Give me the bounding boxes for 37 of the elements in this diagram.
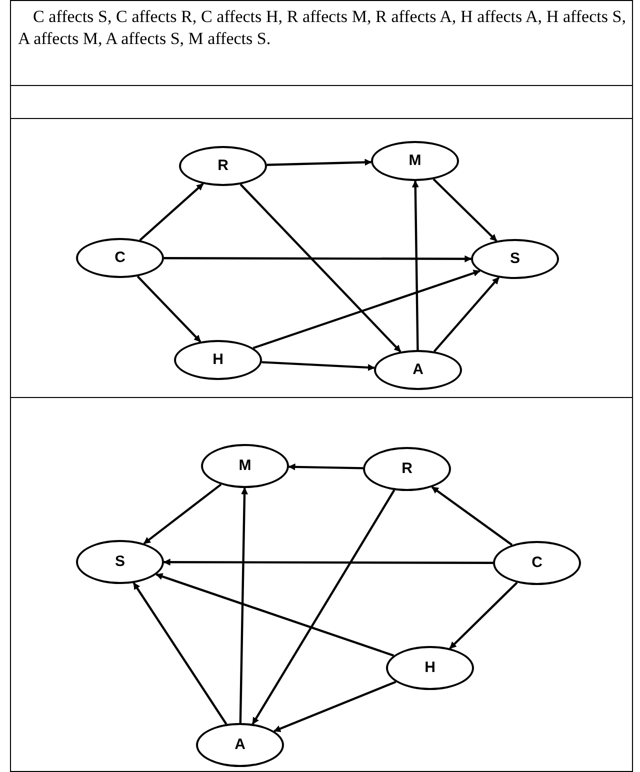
node-label: C (532, 552, 542, 573)
arrow (262, 361, 375, 371)
arrow (252, 489, 396, 725)
node-label: R (402, 458, 412, 479)
arrow (431, 486, 513, 546)
arrow (164, 255, 472, 262)
arrow (136, 276, 202, 342)
arrow (163, 558, 493, 566)
node-label: M (408, 150, 422, 171)
node-label: H (212, 350, 224, 370)
arrow (143, 484, 222, 544)
arrow (433, 276, 500, 352)
ellipse-node (174, 340, 262, 380)
arrow (252, 270, 480, 350)
ellipse-node (196, 723, 284, 767)
arrow (266, 158, 372, 166)
description-text: C affects S, C affects R, C affects H, R affects M, R affects A, H affects A, H affects S, A affects M, A affects S, M affects S. (18, 6, 626, 50)
ellipse-node (386, 646, 474, 690)
node-label: C (114, 248, 126, 268)
ellipse-node (76, 540, 164, 584)
node-label: H (424, 658, 436, 678)
arrow (432, 178, 498, 242)
arrow (139, 183, 204, 241)
arrow (412, 180, 419, 350)
node-label: S (510, 248, 520, 269)
node-label: A (412, 360, 424, 380)
arrow (240, 184, 402, 352)
arrow (274, 680, 396, 732)
node-label: M (238, 456, 252, 476)
arrow (132, 582, 228, 725)
arrow (156, 573, 394, 657)
node-label: S (114, 552, 125, 572)
ellipse-node (471, 239, 559, 279)
node-label: A (234, 734, 246, 755)
node-label: R (218, 156, 228, 176)
arrow (288, 463, 364, 470)
arrow (239, 487, 248, 724)
